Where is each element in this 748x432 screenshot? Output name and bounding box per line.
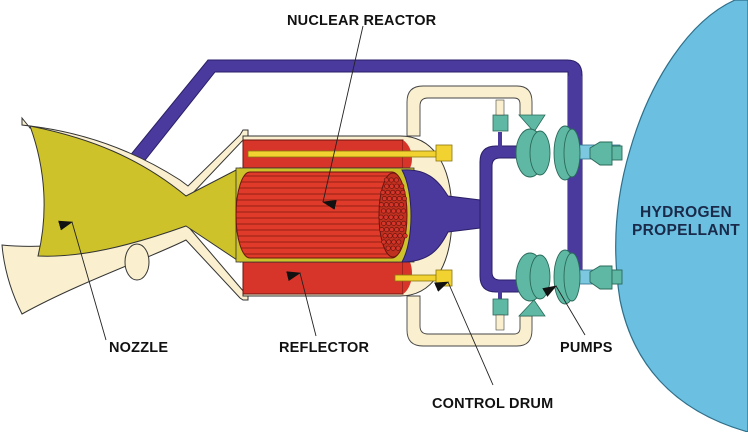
fuel-channel <box>386 239 392 245</box>
valve-bottom <box>492 298 509 331</box>
fuel-channel <box>384 227 390 233</box>
fuel-channel <box>391 239 397 245</box>
nozzle <box>29 125 241 263</box>
fuel-channel <box>386 196 392 202</box>
turbine-loop-top <box>406 85 533 137</box>
pump-assembly-top <box>515 125 623 181</box>
fuel-channel <box>393 177 399 183</box>
fuel-channel <box>391 220 397 226</box>
turbine-bottom <box>518 299 546 317</box>
leader-nuclear-reactor <box>322 25 364 210</box>
fuel-channel <box>398 202 404 208</box>
turbine-loop-bottom <box>406 295 533 347</box>
fuel-channel <box>381 196 387 202</box>
hydrogen-propellant-tank <box>615 0 748 432</box>
fuel-channel <box>385 189 391 195</box>
fuel-channel <box>396 208 402 214</box>
fuel-channel <box>400 189 406 195</box>
fuel-channel <box>399 183 405 189</box>
fuel-channel <box>386 208 392 214</box>
fuel-channel <box>388 177 394 183</box>
fuel-channel <box>388 202 394 208</box>
leader-pumps <box>542 285 586 336</box>
fuel-channel <box>401 208 407 214</box>
fuel-channel <box>395 189 401 195</box>
fuel-channel <box>390 245 396 251</box>
label-hydrogen: HYDROGEN <box>640 204 732 221</box>
fuel-channel <box>397 233 403 239</box>
leader-nozzle <box>58 220 107 341</box>
fuel-channel <box>382 233 388 239</box>
fuel-channel <box>399 227 405 233</box>
label-nozzle: NOZZLE <box>109 340 168 356</box>
fuel-channel <box>396 239 402 245</box>
fuel-channel <box>384 183 390 189</box>
fuel-channel <box>401 220 407 226</box>
core-fuel-elements <box>236 172 406 258</box>
fuel-channel <box>381 239 387 245</box>
fuel-channel <box>378 202 384 208</box>
leader-reflector <box>286 271 317 337</box>
fuel-channel <box>393 202 399 208</box>
label-nuclear-reactor: NUCLEAR REACTOR <box>287 13 437 29</box>
label-propellant: PROPELLANT <box>632 222 740 239</box>
fuel-channel <box>392 233 398 239</box>
label-pumps: PUMPS <box>560 340 613 356</box>
fuel-channel <box>380 189 386 195</box>
fuel-channel <box>388 214 394 220</box>
fuel-channel <box>395 245 401 251</box>
fuel-channel <box>401 196 407 202</box>
fuel-channel <box>383 177 389 183</box>
fuel-channel <box>394 183 400 189</box>
leader-control-drum <box>434 281 494 386</box>
nuclear-reactor-core <box>235 167 415 263</box>
pump-manifold <box>479 132 531 306</box>
pump-assembly-bottom <box>515 249 623 305</box>
fuel-channel <box>383 202 389 208</box>
valve-top <box>492 99 509 132</box>
control-drum-top <box>247 144 453 162</box>
fuel-channel <box>402 233 408 239</box>
fuel-channel <box>386 220 392 226</box>
fuel-channel <box>394 227 400 233</box>
label-reflector: REFLECTOR <box>279 340 369 356</box>
hydrogen-plenum <box>401 169 481 263</box>
fuel-channel <box>391 196 397 202</box>
fuel-channel <box>396 220 402 226</box>
fuel-channel <box>389 183 395 189</box>
fuel-channel <box>385 245 391 251</box>
fuel-channel <box>379 227 385 233</box>
fuel-channel <box>391 208 397 214</box>
fuel-channel <box>390 189 396 195</box>
fuel-channel <box>396 196 402 202</box>
fuel-channel <box>381 220 387 226</box>
fuel-channel <box>389 227 395 233</box>
label-control-drum: CONTROL DRUM <box>432 396 553 412</box>
core-end-face-channels <box>378 177 408 251</box>
leader-lines <box>58 25 586 386</box>
fuel-channel <box>387 233 393 239</box>
fuel-channel <box>393 214 399 220</box>
fuel-channel <box>378 214 384 220</box>
fuel-channel <box>381 208 387 214</box>
fuel-channel <box>383 214 389 220</box>
turbine-top <box>518 114 546 133</box>
fuel-channel <box>398 214 404 220</box>
